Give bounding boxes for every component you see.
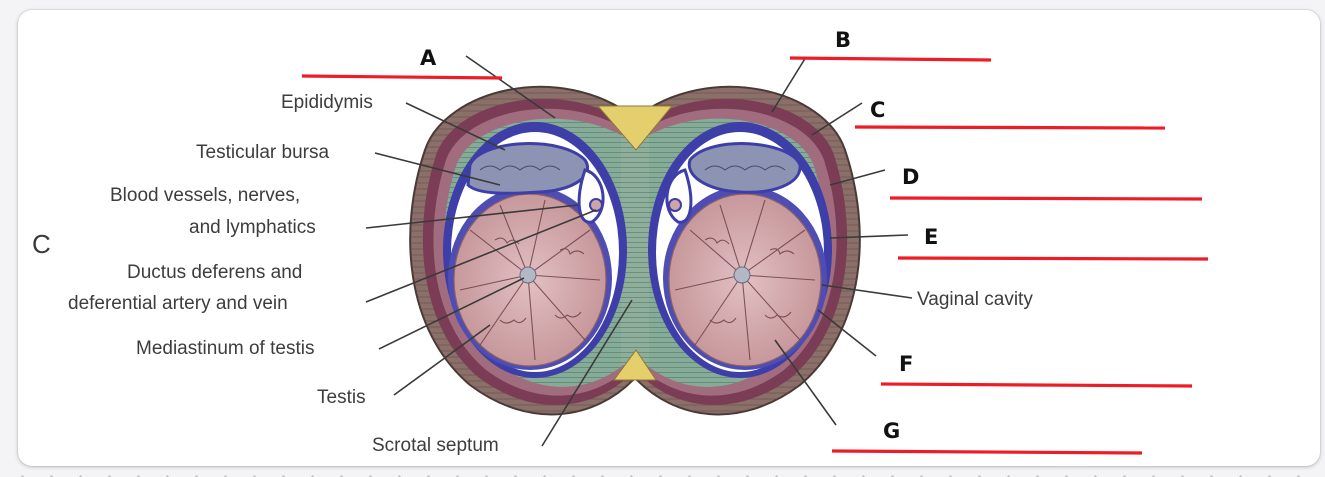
label-blood-vessels-line1: Blood vessels, nerves,: [110, 185, 300, 206]
right-septula: [674, 199, 816, 361]
leader-testis: [393, 324, 491, 396]
left-epididymis: [466, 142, 589, 195]
fat-triangle-top: [596, 105, 674, 151]
scrotal-septum-region: [596, 105, 674, 381]
label-epididymis: Epididymis: [281, 92, 373, 113]
label-testicular-bursa: Testicular bursa: [196, 142, 329, 163]
fat-triangle-bottom: [613, 349, 657, 381]
right-epididymis: [687, 142, 802, 194]
leader-ductus: [365, 209, 597, 303]
right-testis-compartment: [648, 122, 832, 378]
answer-blanks: A B C D E F G: [301, 28, 1209, 455]
leader-blood-vessels: [365, 204, 579, 229]
blank-leaders: [465, 55, 909, 426]
leader-a: [465, 55, 556, 119]
panel-letter: C: [32, 229, 51, 259]
left-labels: Epididymis Testicular bursa Blood vessel…: [68, 92, 633, 456]
blank-marker-c: C: [870, 98, 885, 122]
answer-line-f: [880, 382, 1193, 388]
blank-marker-e: E: [924, 225, 938, 249]
label-mediastinum: Mediastinum of testis: [136, 338, 314, 359]
left-mediastinum: [519, 266, 537, 284]
leader-scrotal-septum: [541, 299, 633, 447]
label-vaginal-cavity: Vaginal cavity: [917, 289, 1033, 310]
leader-testicular-bursa: [374, 152, 501, 186]
label-scrotal-septum: Scrotal septum: [372, 435, 499, 456]
leader-epididymis: [405, 102, 506, 151]
blank-marker-f: F: [899, 352, 913, 376]
label-ductus-line1: Ductus deferens and: [127, 262, 302, 283]
left-testis-compartment: [443, 122, 627, 378]
label-ductus-line2: deferential artery and vein: [68, 293, 288, 314]
leader-vaginal-cavity: [821, 284, 913, 299]
leader-g: [774, 339, 837, 426]
answer-line-b: [789, 56, 992, 62]
leader-d: [829, 169, 886, 186]
answer-line-c: [854, 125, 1166, 130]
leader-mediastinum: [378, 277, 525, 350]
left-septula: [459, 199, 601, 361]
blank-marker-d: D: [902, 165, 919, 189]
label-blood-vessels-line2: and lymphatics: [189, 217, 316, 238]
leader-b: [771, 56, 807, 113]
leader-c: [811, 102, 863, 136]
figure-card: C Epididymis Testicular bursa Blood vess…: [18, 10, 1320, 466]
answer-line-g: [831, 449, 1143, 455]
answer-line-d: [889, 196, 1203, 201]
right-mediastinum: [733, 266, 751, 284]
blank-marker-g: G: [883, 419, 900, 443]
blank-marker-b: B: [835, 28, 851, 52]
blank-marker-a: A: [420, 46, 437, 70]
answer-line-a: [301, 74, 503, 80]
scrotum-cross-section-diagram: C Epididymis Testicular bursa Blood vess…: [32, 28, 1209, 456]
left-ductus: [589, 198, 603, 212]
right-ductus: [668, 198, 682, 212]
label-testis: Testis: [317, 387, 366, 408]
leader-e: [829, 234, 909, 239]
answer-line-e: [897, 256, 1209, 261]
leader-f: [817, 309, 877, 357]
